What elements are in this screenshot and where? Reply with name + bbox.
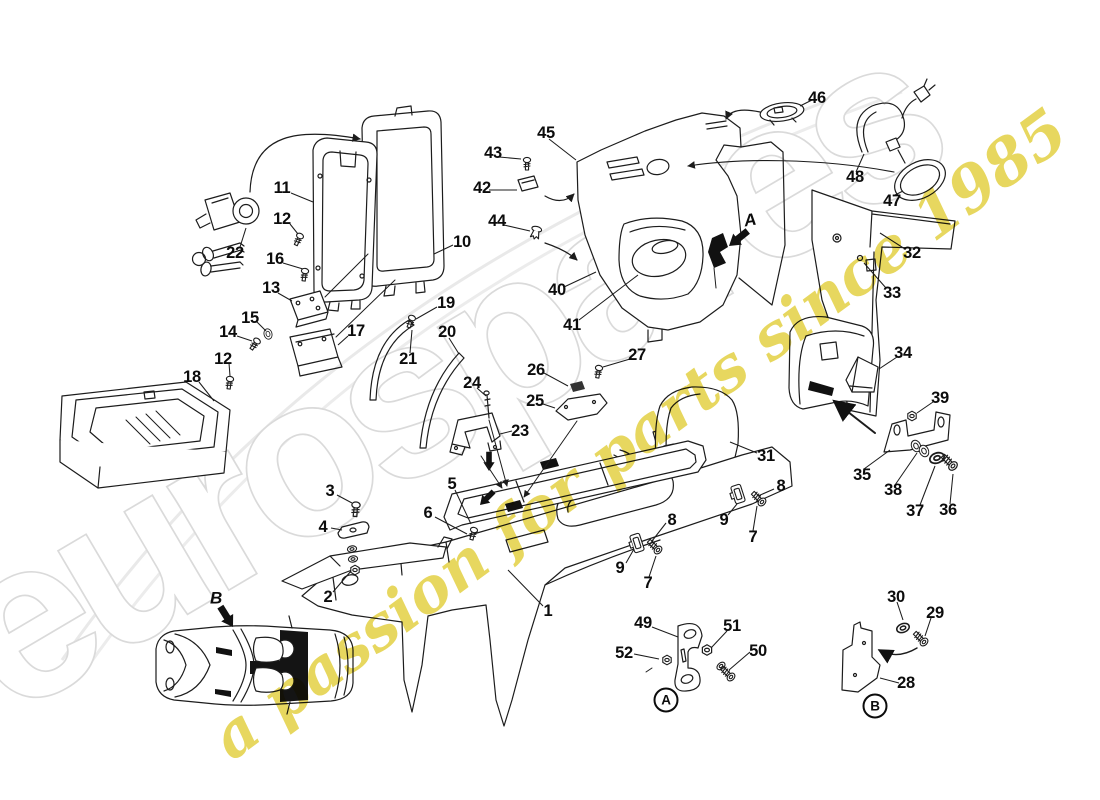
part-seat-backboard (312, 137, 396, 338)
car-top-view (155, 615, 354, 715)
part-bracket-17 (289, 328, 343, 377)
fastener-screw-43 (522, 156, 532, 171)
fit-arrow-28 (877, 647, 918, 664)
part-tunnel-bracket-2 (281, 536, 453, 590)
fastener-nut-39 (907, 410, 917, 422)
fastener-screw-16 (299, 267, 310, 283)
part-seat-belt-anchor (708, 233, 728, 268)
pointer-23 (480, 455, 503, 489)
part-mirror (894, 149, 946, 201)
part-trim-arc-20 (419, 352, 465, 449)
part-bracket-13 (289, 290, 329, 328)
pointer-25 (523, 420, 578, 498)
part-support-bracket-35 (883, 411, 951, 453)
part-spacer-plate-4 (337, 521, 370, 539)
part-adhesive-pad-42 (517, 175, 539, 192)
part-quarter-trim-panel (576, 112, 786, 343)
pointer-24 (488, 419, 509, 487)
part-console-frame (443, 440, 707, 531)
part-keys (191, 242, 245, 277)
part-belt-bracket-49 (674, 623, 703, 692)
part-mount-plate-25 (555, 393, 608, 421)
part-mirror-loop (856, 78, 936, 153)
part-mount-plate-28 (841, 621, 881, 693)
fastener-screw-12a (291, 231, 305, 248)
fastener-pin-24 (483, 390, 491, 419)
fastener-nut-2 (350, 564, 360, 576)
part-centre-console (301, 446, 793, 727)
fit-arrow-35 (832, 399, 876, 434)
watermark-swoosh-2 (82, 90, 903, 673)
part-lock-cylinder (195, 192, 260, 231)
part-clip-26 (570, 381, 585, 392)
part-trim-arc-21 (369, 319, 415, 401)
part-seat-back-frame (361, 105, 445, 297)
fastener-bolt-29 (911, 629, 931, 649)
part-console-bracket-23 (449, 412, 502, 456)
mirror-pointer-line (687, 160, 895, 173)
line-art-layer (59, 78, 960, 727)
fit-arrow-44 (544, 242, 578, 261)
part-courtesy-lamp (759, 101, 805, 126)
fit-arrow-46 (725, 109, 761, 120)
fastener-washer-37 (927, 449, 947, 467)
fastener-nut-52 (662, 654, 672, 666)
part-storage-tray (59, 381, 231, 489)
fastener-clip-51 (701, 644, 713, 656)
leader-lines (198, 99, 954, 684)
fit-arrow-42 (544, 193, 575, 203)
fastener-bolt-8l (645, 537, 665, 557)
fit-arrow-curve (249, 133, 361, 193)
part-speaker-pod-34 (845, 356, 879, 393)
fastener-washer-30 (894, 620, 912, 636)
